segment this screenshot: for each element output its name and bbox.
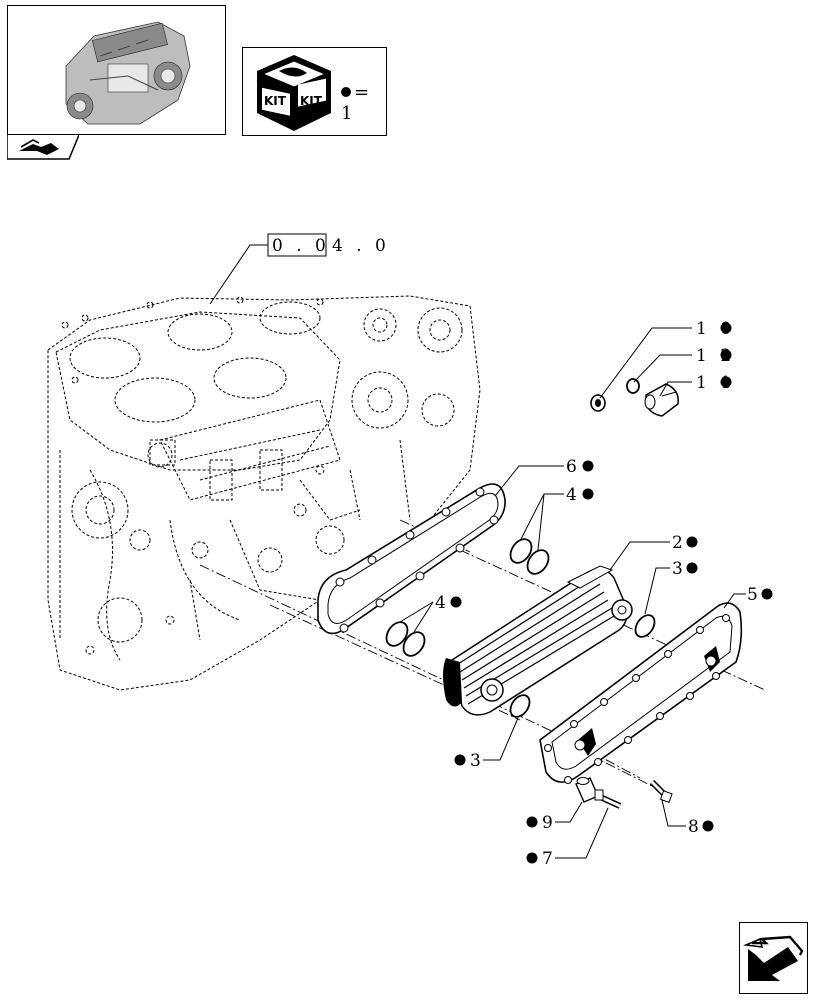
- next-page-arrow-icon: [742, 935, 804, 981]
- engine-block: [47, 295, 481, 691]
- kit-legend-box: KIT KIT = 1: [242, 47, 387, 136]
- callout-12: 1 2: [696, 346, 732, 366]
- kit-legend-text: = 1: [341, 82, 372, 124]
- reference-boxed-text: 0 . 0: [272, 236, 330, 256]
- callout-3-lower: 3: [454, 751, 485, 771]
- seal-ring-12: [626, 378, 640, 394]
- reference-label: 0 . 0 4 . 0: [209, 233, 390, 305]
- o-ring-3-lower: [509, 694, 531, 718]
- leader-lines: [399, 327, 746, 859]
- gasket-6: [317, 483, 506, 635]
- callout-4-lower: 4: [435, 593, 462, 613]
- callout-9: 9: [526, 813, 557, 833]
- svg-text:4: 4: [435, 593, 450, 613]
- kit-dot-icon: [341, 87, 351, 97]
- callout-10: 1 0: [696, 319, 732, 339]
- callout-7: 7: [526, 849, 557, 869]
- svg-text:5: 5: [747, 585, 762, 605]
- nav-arrow-tab[interactable]: [6, 134, 80, 160]
- bolt-8: [649, 779, 673, 804]
- callout-2: 2: [672, 533, 698, 553]
- svg-text:4: 4: [566, 485, 581, 505]
- callout-11: 1 1: [696, 373, 732, 393]
- kit-legend: = 1: [341, 82, 386, 124]
- next-page-button[interactable]: [739, 922, 808, 994]
- sensor-11: [644, 383, 679, 417]
- callout-6: 6: [566, 457, 594, 477]
- callout-4-upper: 4: [566, 485, 594, 505]
- svg-text:3: 3: [470, 751, 485, 771]
- o-ring-3-upper: [634, 614, 656, 638]
- kit-box-icon: KIT KIT: [257, 55, 331, 131]
- svg-text:9: 9: [542, 813, 557, 833]
- kit-label-left: KIT: [264, 94, 287, 108]
- o-rings-4-lower: [385, 621, 426, 657]
- callout-8: 8: [688, 817, 714, 837]
- bolt-7: [594, 789, 622, 809]
- engine-thumbnail-icon: [65, 21, 191, 125]
- svg-text:8: 8: [688, 817, 703, 837]
- plug-10: [590, 394, 606, 412]
- svg-text:7: 7: [542, 849, 557, 869]
- svg-text:6: 6: [566, 457, 581, 477]
- kit-label-right: KIT: [300, 94, 323, 108]
- cover-5: [539, 602, 743, 784]
- engine-thumbnail[interactable]: [7, 5, 226, 135]
- svg-text:2: 2: [672, 533, 687, 553]
- svg-text:3: 3: [672, 559, 687, 579]
- reference-rest-text: 4 . 0: [332, 236, 390, 256]
- callout-5: 5: [747, 585, 773, 605]
- bushing-9: [575, 777, 599, 803]
- callout-3-upper: 3: [672, 559, 698, 579]
- nav-arrow-icon: [6, 134, 80, 160]
- o-rings-4-upper: [509, 538, 550, 575]
- oil-cooler-2: [443, 565, 633, 716]
- callout-labels: 1 0 1 2 1 1 6 4 2 3 5: [435, 319, 773, 869]
